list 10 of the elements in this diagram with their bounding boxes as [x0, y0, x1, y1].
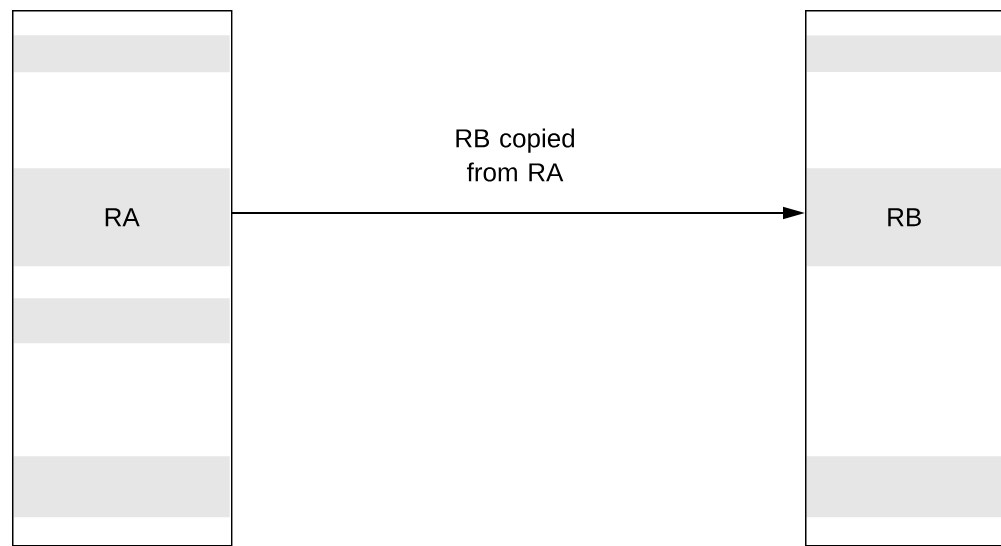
- band: [806, 456, 1001, 518]
- edge-label: RB copied from RA: [456, 128, 574, 182]
- band: [13, 456, 230, 518]
- band: [13, 298, 230, 344]
- band: [806, 35, 1001, 73]
- box-outline: [12, 10, 233, 546]
- band: [13, 35, 230, 73]
- labelled-band: RB: [806, 168, 1001, 267]
- box-outline: [805, 10, 1001, 546]
- labelled-band: RA: [13, 168, 230, 267]
